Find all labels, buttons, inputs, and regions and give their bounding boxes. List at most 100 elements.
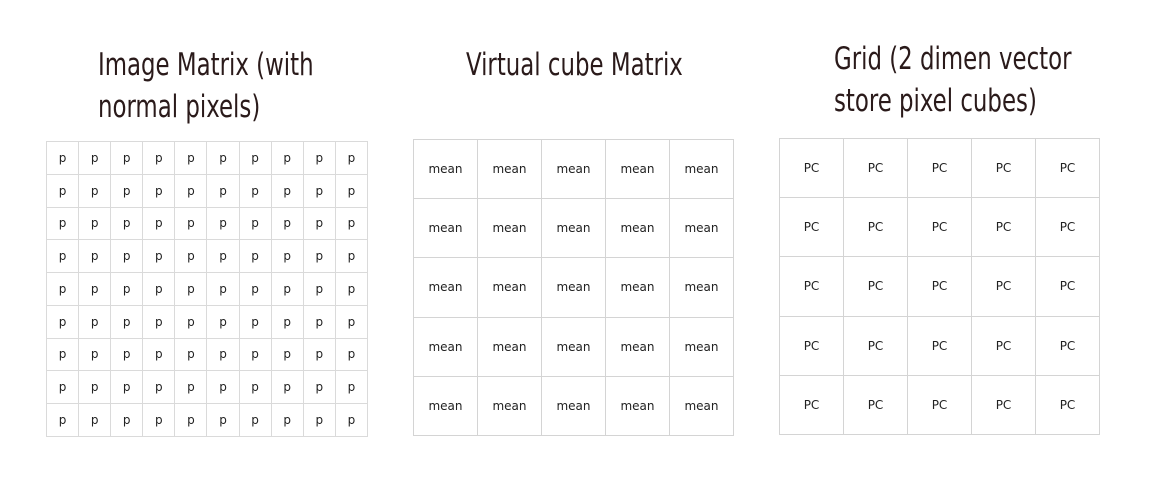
grid-cell: p: [110, 403, 144, 437]
grid-cell: mean: [669, 138, 734, 200]
grid-title-line-1: Grid (2 dimen vector: [834, 41, 1072, 77]
grid-cell: mean: [541, 375, 606, 437]
grid-cell: PC: [779, 197, 844, 258]
grid-cell: mean: [413, 198, 478, 259]
grid-cell: mean: [605, 375, 670, 437]
grid-cell: PC: [843, 374, 908, 436]
grid-cell: PC: [971, 137, 1036, 199]
image-matrix-title: Image Matrix (with normal pixels): [98, 44, 314, 128]
grid-cell: PC: [779, 315, 844, 376]
grid-cell: PC: [779, 137, 844, 199]
grid-cell: p: [174, 239, 208, 274]
grid-cell: p: [206, 272, 240, 306]
grid-cell: p: [174, 206, 208, 241]
grid-cell: mean: [477, 138, 542, 200]
grid-cell: p: [78, 206, 112, 241]
image-matrix-title-line-1: Image Matrix (with: [98, 47, 314, 83]
grid-cell: PC: [843, 197, 908, 258]
grid-cell: p: [270, 337, 304, 372]
grid-cell: p: [45, 173, 80, 208]
grid-cell: p: [302, 141, 336, 175]
grid-cell: p: [174, 370, 208, 405]
grid-cell: mean: [413, 138, 478, 200]
grid-cell: p: [238, 370, 272, 405]
grid-cell: p: [302, 370, 336, 405]
grid-cell: mean: [413, 316, 478, 377]
grid-cell: PC: [907, 137, 972, 199]
grid-cell: p: [206, 337, 240, 372]
grid-cell: mean: [605, 257, 670, 318]
grid-cell: p: [334, 141, 369, 175]
grid-cell: PC: [843, 256, 908, 317]
grid-cell: mean: [669, 316, 734, 377]
grid-cell: mean: [413, 257, 478, 318]
grid-cell: p: [142, 272, 176, 306]
grid-cell: p: [334, 272, 369, 306]
grid-cell: PC: [1035, 256, 1100, 317]
grid-cell: p: [270, 304, 304, 339]
grid-cell: p: [110, 337, 144, 372]
grid-cell: p: [142, 173, 176, 208]
grid-cell: p: [45, 206, 80, 241]
grid-cell: PC: [971, 197, 1036, 258]
grid-cell: p: [238, 304, 272, 339]
grid-cell: mean: [669, 198, 734, 259]
grid-cell: p: [270, 141, 304, 175]
grid-cell: p: [302, 173, 336, 208]
grid-cell: PC: [1035, 137, 1100, 199]
grid-cell: p: [206, 141, 240, 175]
grid-cell: p: [302, 304, 336, 339]
grid-cell: mean: [413, 375, 478, 437]
grid-cell: p: [45, 141, 80, 175]
grid-cell: p: [238, 173, 272, 208]
grid-cell: PC: [1035, 197, 1100, 258]
grid-cell: p: [238, 337, 272, 372]
grid-cell: p: [302, 337, 336, 372]
grid-cell: PC: [971, 256, 1036, 317]
grid-cell: p: [302, 206, 336, 241]
grid-cell: p: [174, 173, 208, 208]
grid-cell: p: [142, 370, 176, 405]
grid-cell: p: [45, 337, 80, 372]
grid-cell: p: [110, 206, 144, 241]
grid-cell: p: [270, 370, 304, 405]
grid-cell: mean: [541, 316, 606, 377]
grid-cell: mean: [605, 316, 670, 377]
grid-cell: p: [238, 141, 272, 175]
grid-cell: p: [334, 403, 369, 437]
grid-cell: p: [45, 272, 80, 306]
grid-cell: p: [206, 304, 240, 339]
grid-cell: p: [78, 141, 112, 175]
grid-cell: mean: [477, 316, 542, 377]
grid-cell: p: [174, 304, 208, 339]
grid-cell: p: [142, 239, 176, 274]
grid-cell: p: [142, 206, 176, 241]
grid-cell: p: [45, 304, 80, 339]
grid-cell: p: [174, 141, 208, 175]
grid-cell: p: [78, 403, 112, 437]
grid-cell: p: [334, 304, 369, 339]
grid-cell: PC: [843, 315, 908, 376]
grid-cell: PC: [907, 197, 972, 258]
grid-cell: PC: [779, 374, 844, 436]
grid-cell: PC: [843, 137, 908, 199]
grid-cell: p: [206, 370, 240, 405]
virtual-cube-matrix-title: Virtual cube Matrix: [466, 44, 683, 86]
grid-cell: p: [45, 403, 80, 437]
grid-cell: p: [238, 206, 272, 241]
grid-cell: p: [270, 206, 304, 241]
grid-cell: p: [334, 337, 369, 372]
image-matrix-title-line-2: normal pixels): [98, 89, 261, 125]
grid-cell: mean: [541, 198, 606, 259]
grid-cell: p: [142, 337, 176, 372]
grid-cell: p: [78, 337, 112, 372]
